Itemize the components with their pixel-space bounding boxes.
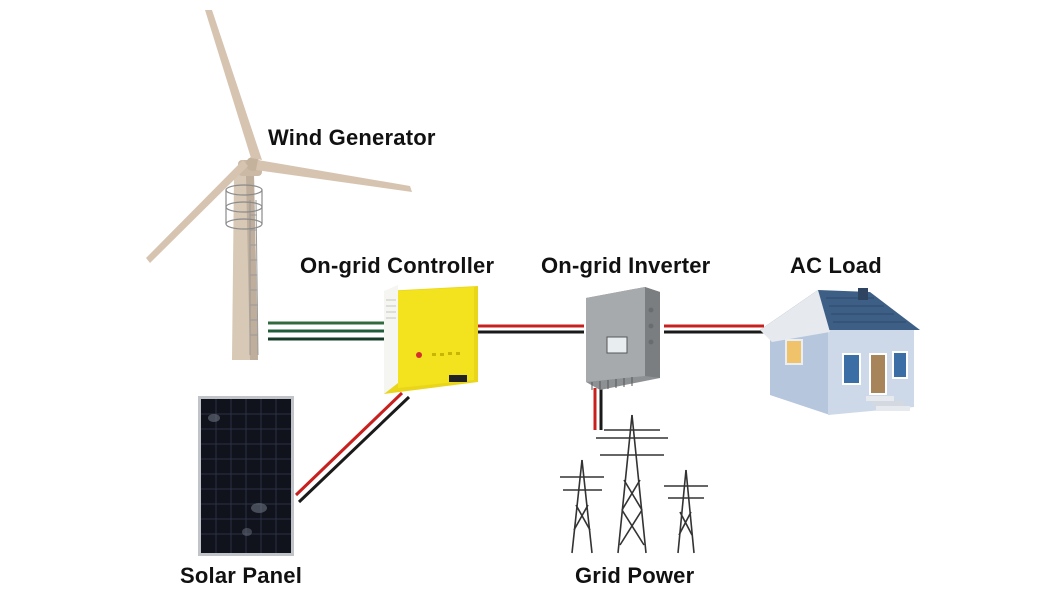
controller-to-inverter-wires (478, 324, 584, 334)
turbine-blade-right (256, 160, 412, 192)
controller-vents (386, 299, 396, 319)
on-grid-controller (384, 285, 478, 394)
turbine-blade-left (146, 160, 248, 263)
solar-cell-grid (201, 399, 291, 553)
label-wind-generator: Wind Generator (268, 125, 436, 150)
wires (268, 321, 764, 504)
solar-panel (198, 396, 294, 556)
label-ac-load: AC Load (790, 253, 882, 278)
house-window-side (785, 339, 803, 365)
turbine-cage (225, 184, 263, 230)
inverter-to-grid-wires (593, 388, 603, 430)
roof-tiles (826, 297, 906, 323)
turbine-ladder (250, 214, 258, 336)
pylon-left (560, 459, 604, 554)
label-grid-power: Grid Power (575, 563, 695, 588)
label-on-grid-controller: On-grid Controller (300, 253, 495, 278)
inverter-base (591, 377, 633, 390)
inverter-connectors (648, 307, 654, 345)
pylon-center (596, 414, 668, 554)
label-solar-panel: Solar Panel (180, 563, 303, 588)
house-chimney (858, 288, 868, 300)
inverter-screen (606, 336, 628, 354)
turbine-blade-top (205, 10, 262, 160)
on-grid-inverter (586, 287, 660, 390)
controller-display (449, 375, 467, 382)
house-window-left (842, 353, 861, 385)
controller-red-button (416, 352, 422, 358)
pylon-right (664, 469, 708, 554)
house (760, 288, 920, 415)
house-door (869, 353, 887, 395)
solar-to-controller-wires (294, 391, 411, 504)
wind-turbine (146, 10, 412, 360)
house-steps (866, 396, 894, 401)
inverter-to-load-wires (664, 324, 764, 334)
wind-to-controller-wires (268, 321, 384, 341)
power-pylons (560, 414, 708, 554)
controller-indicator-leds (432, 352, 460, 356)
house-window-right (892, 351, 908, 379)
label-on-grid-inverter: On-grid Inverter (541, 253, 711, 278)
